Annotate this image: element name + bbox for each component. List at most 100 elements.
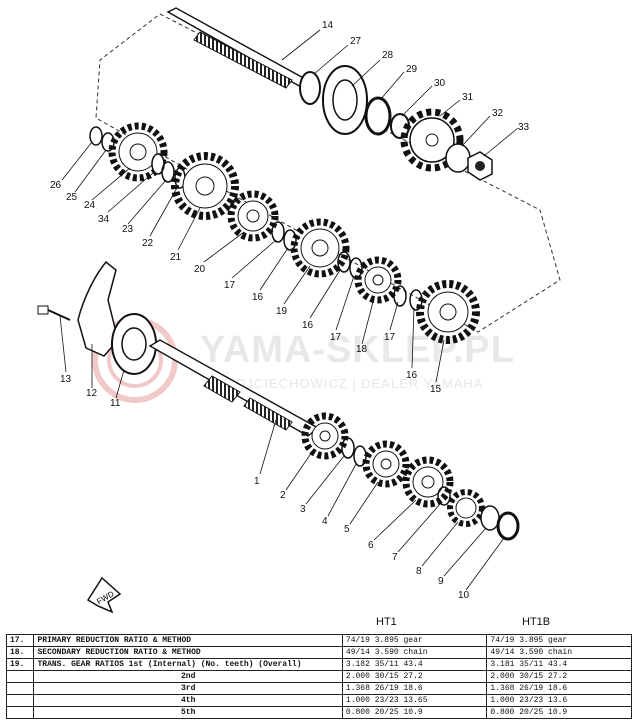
leader-lines (59, 29, 519, 591)
gear-2 (301, 412, 349, 460)
spec-cell-ht1: 2.000 30/15 27.2 (341, 670, 488, 683)
callout-1: 1 (254, 476, 260, 487)
oil-seal-29 (364, 96, 392, 136)
callout-17a: 17 (224, 280, 236, 291)
gear-20 (227, 190, 279, 242)
callout-31: 31 (462, 92, 474, 103)
spec-cell-ht1: 74/19 3.895 gear (341, 634, 488, 647)
spec-cell-label: TRANS. GEAR RATIOS 1st (Internal) (No. t… (33, 658, 343, 671)
circlip-16a (283, 229, 297, 251)
spec-cell-ht1b: 1.368 26/19 18.6 (486, 682, 632, 695)
spec-cell-label: PRIMARY REDUCTION RATIO & METHOD (33, 634, 343, 647)
assembly-outline (95, 13, 561, 333)
spec-cell-label: SECONDARY REDUCTION RATIO & METHOD (33, 646, 343, 659)
callout-labels: 14 27 28 29 30 31 32 33 26 25 24 34 23 2… (50, 20, 530, 601)
spec-cell-label: 5th (33, 706, 343, 719)
bearing-11 (111, 313, 157, 375)
spec-cell-num (5, 694, 35, 707)
callout-27: 27 (350, 36, 362, 47)
drive-axle-upper (166, 7, 320, 93)
callout-17b: 17 (330, 332, 342, 343)
washer-17c (393, 285, 407, 307)
callout-21: 21 (170, 252, 182, 263)
callout-18: 18 (356, 344, 368, 355)
watermark-subtitle: WOJCIECHOWICZ | DEALER YAMAHA (222, 376, 484, 391)
spec-cell-label: 4th (33, 694, 343, 707)
spec-cell-num (5, 682, 35, 695)
washer-3 (341, 437, 355, 459)
circlip-16b (337, 251, 351, 273)
callout-10: 10 (458, 590, 470, 601)
spec-cell-ht1b: 1.000 23/23 13.6 (486, 694, 632, 707)
nut-33 (467, 151, 493, 181)
bearing-27 (299, 71, 321, 105)
washer-23 (161, 161, 175, 183)
callout-4: 4 (322, 516, 328, 527)
column-header-ht1: HT1 (376, 616, 397, 628)
callout-16b: 16 (302, 320, 314, 331)
gear-19 (290, 218, 350, 278)
gear-15 (416, 280, 480, 344)
gear-5 (362, 440, 410, 488)
callout-11: 11 (110, 398, 121, 409)
callout-33: 33 (518, 122, 530, 133)
gear-21 (171, 152, 239, 220)
spec-cell-num (5, 670, 35, 683)
spec-cell-ht1: 49/14 3.590 chain (341, 646, 488, 659)
callout-28: 28 (382, 50, 394, 61)
washer-7 (437, 486, 451, 506)
callout-9: 9 (438, 576, 444, 587)
circlip-26 (89, 126, 103, 146)
spec-cell-label: 3rd (33, 682, 343, 695)
bolt-13 (37, 305, 71, 321)
callout-32: 32 (492, 108, 504, 119)
callout-7: 7 (392, 552, 398, 563)
spec-cell-ht1: 1.000 23/23 13.65 (341, 694, 488, 707)
bearing-28 (322, 65, 368, 135)
callout-16c: 16 (406, 370, 418, 381)
spec-cell-ht1: 3.182 35/11 43.4 (341, 658, 488, 671)
gear-8 (447, 489, 485, 527)
spec-cell-ht1b: 74/19 3.895 gear (486, 634, 632, 647)
transmission-exploded-diagram: YAMA-SKLEP.PL WOJCIECHOWICZ | DEALER YAM… (37, 7, 561, 614)
spec-cell-num: 19. (5, 658, 35, 671)
spec-cell-ht1b: 0.800 20/25 10.9 (486, 706, 632, 719)
callout-13: 13 (60, 374, 72, 385)
spec-cell-num: 17. (5, 634, 35, 647)
callout-16a: 16 (252, 292, 264, 303)
callout-34: 34 (98, 214, 110, 225)
callout-19: 19 (276, 306, 288, 317)
spec-cell-ht1b: 3.181 35/11 43.4 (486, 658, 632, 671)
callout-15: 15 (430, 384, 442, 395)
callout-8: 8 (416, 566, 422, 577)
callout-25: 25 (66, 192, 78, 203)
watermark: YAMA-SKLEP.PL WOJCIECHOWICZ | DEALER YAM… (92, 317, 514, 403)
lock-washer-32 (445, 143, 471, 173)
callout-5: 5 (344, 524, 350, 535)
callout-30: 30 (434, 78, 446, 89)
callout-20: 20 (194, 264, 206, 275)
gear-18 (354, 256, 402, 304)
spec-cell-ht1: 0.800 20/25 10.9 (341, 706, 488, 719)
callout-14: 14 (322, 20, 334, 31)
column-header-ht1b: HT1B (522, 616, 551, 628)
gear-6 (402, 456, 454, 508)
spec-cell-ht1b: 2.000 30/15 27.2 (486, 670, 632, 683)
callout-24: 24 (84, 200, 96, 211)
gear-24 (108, 122, 168, 182)
spec-cell-label: 2nd (33, 670, 343, 683)
washer-17a (271, 221, 285, 243)
callout-6: 6 (368, 540, 374, 551)
callout-3: 3 (300, 504, 306, 515)
callout-12: 12 (86, 388, 98, 399)
fwd-arrow-icon: FWD (86, 576, 122, 614)
drive-sprocket-31 (400, 108, 464, 172)
callout-29: 29 (406, 64, 418, 75)
callout-17c: 17 (384, 332, 396, 343)
